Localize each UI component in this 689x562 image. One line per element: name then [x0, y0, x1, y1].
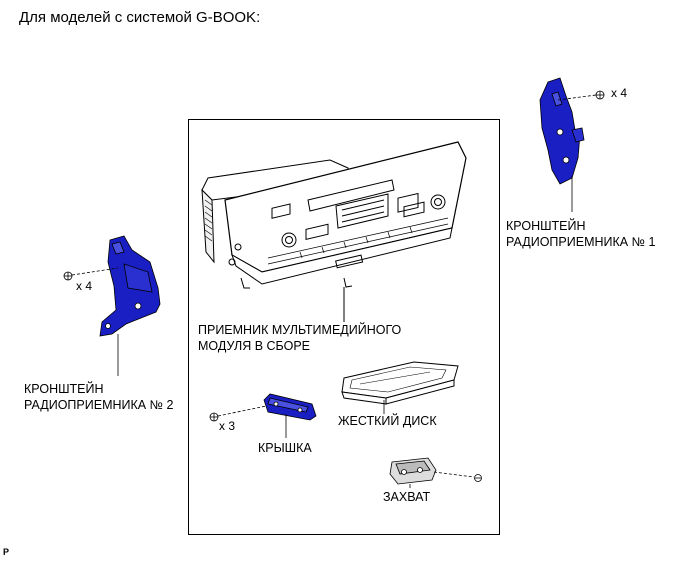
receiver-label-line1: ПРИЕМНИК МУЛЬТИМЕДИЙНОГО: [198, 323, 402, 337]
clamp-screw-drawing: [474, 474, 482, 482]
hard-disk-drawing: [341, 361, 459, 405]
bracket-2-label-line1: КРОНШТЕЙН: [24, 382, 104, 396]
corner-mark: P: [3, 547, 10, 557]
receiver-assembly-drawing: [201, 141, 467, 322]
cover-label: КРЫШКА: [258, 441, 312, 455]
bracket-1-screw-qty: x 4: [611, 86, 628, 100]
bracket-1-label: КРОНШТЕЙН РАДИОПРИЕМНИКА № 1: [506, 218, 655, 250]
bracket-2-label-line2: РАДИОПРИЕМНИКА № 2: [24, 398, 174, 412]
radio-bracket-1-drawing: [539, 77, 585, 185]
bracket-1-screw-drawing: [595, 90, 605, 100]
cover-drawing: [263, 393, 317, 421]
cover-screw-qty: x 3: [219, 419, 236, 433]
radio-bracket-2-drawing: [99, 235, 161, 337]
clamp-drawing: [389, 457, 437, 485]
cover-screw-drawing: [209, 412, 219, 422]
receiver-label-line2: МОДУЛЯ В СБОРЕ: [198, 339, 310, 353]
clamp-label: ЗАХВАТ: [383, 490, 431, 504]
bracket-1-label-line1: КРОНШТЕЙН: [506, 219, 586, 233]
bracket-1-label-line2: РАДИОПРИЕМНИКА № 1: [506, 235, 656, 249]
bracket-2-label: КРОНШТЕЙН РАДИОПРИЕМНИКА № 2: [24, 381, 173, 413]
bracket-2-screw-drawing: [63, 271, 73, 281]
hdd-label: ЖЕСТКИЙ ДИСК: [338, 414, 437, 428]
assembly-frame: [188, 119, 500, 535]
page-title: Для моделей с системой G-BOOK:: [19, 9, 261, 26]
receiver-label: ПРИЕМНИК МУЛЬТИМЕДИЙНОГО МОДУЛЯ В СБОРЕ: [198, 322, 401, 354]
bracket-2-screw-qty: x 4: [76, 279, 93, 293]
